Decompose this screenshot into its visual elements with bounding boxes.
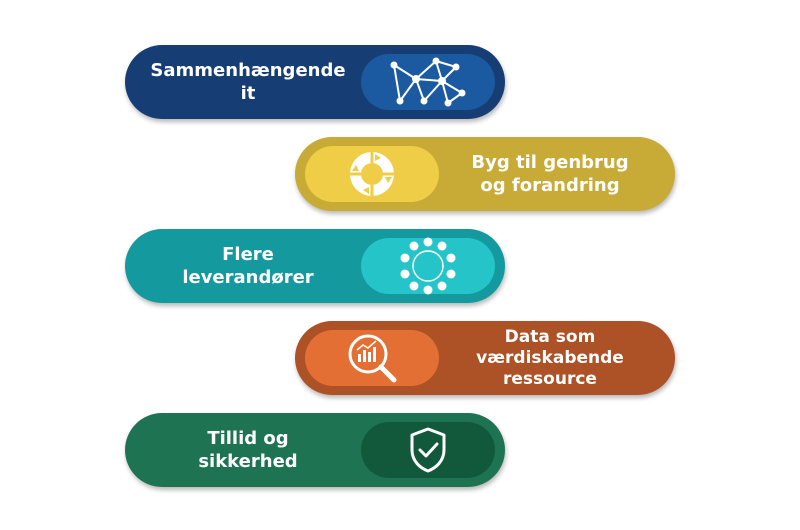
- people-circle-icon: [400, 237, 456, 295]
- icon-container: [305, 146, 439, 202]
- network-icon: [390, 57, 466, 107]
- pill-label: Data som værdiskabende ressource: [476, 326, 624, 389]
- pill-coherent-it: Sammenhængende it: [125, 45, 505, 119]
- icon-container: [361, 237, 495, 295]
- data-analysis-icon: [348, 334, 397, 383]
- icon-container: [361, 422, 495, 478]
- pill-label: Tillid og sikkerhed: [198, 428, 298, 472]
- icon-container: [305, 330, 439, 386]
- pill-build-for-reuse: Byg til genbrug og forandring: [295, 137, 675, 211]
- pill-trust-security: Tillid og sikkerhed: [125, 413, 505, 487]
- pill-more-suppliers: Flere leverandører: [125, 229, 505, 303]
- pill-label: Sammenhængende it: [150, 60, 346, 104]
- cycle-arrows-icon: [350, 152, 394, 196]
- pill-data-as-resource: Data som værdiskabende ressource: [295, 321, 675, 395]
- pill-label: Byg til genbrug og forandring: [471, 152, 629, 196]
- shield-check-icon: [410, 427, 446, 473]
- icon-container: [361, 54, 495, 110]
- pill-label: Flere leverandører: [182, 244, 314, 288]
